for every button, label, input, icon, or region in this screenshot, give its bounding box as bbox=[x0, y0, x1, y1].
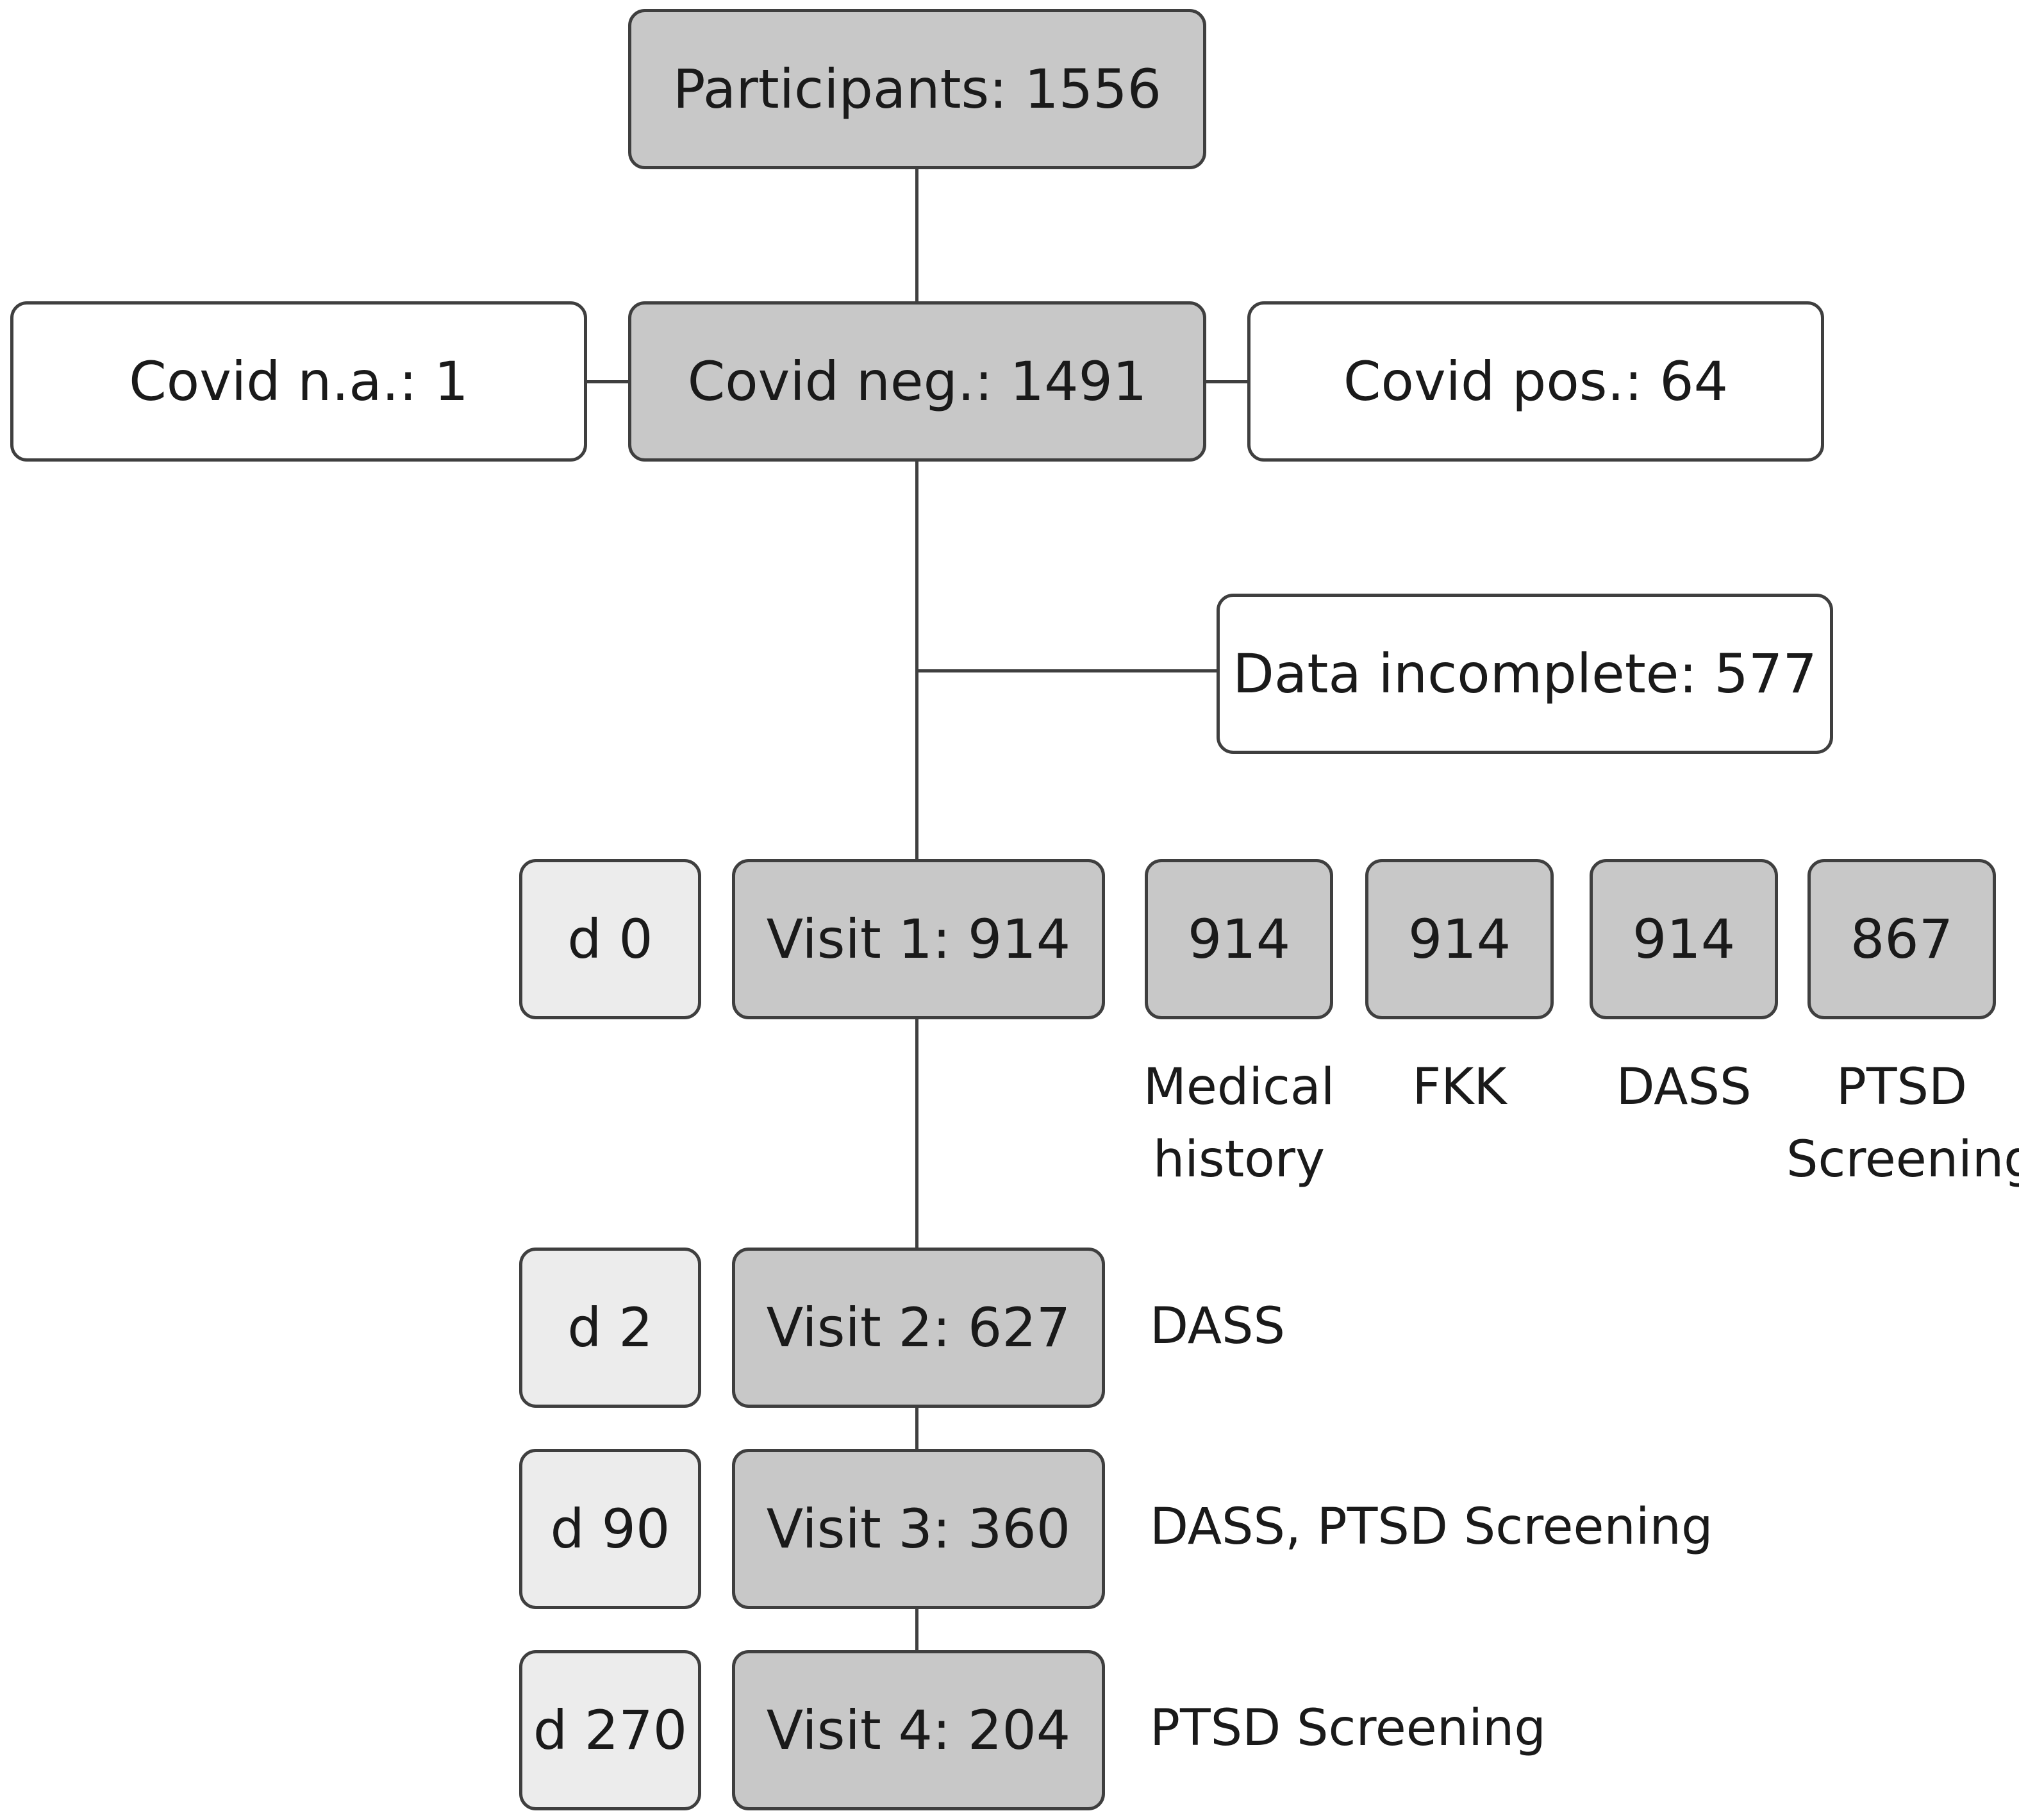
covid-neg-box: Covid neg.: 1491 bbox=[628, 301, 1206, 462]
connector-covid-neg-to-na bbox=[585, 380, 631, 383]
covid-na-text: Covid n.a.: 1 bbox=[129, 350, 469, 413]
day-box-d270: d 270 bbox=[519, 1650, 701, 1810]
connector-covid-neg-to-visit1 bbox=[915, 458, 918, 862]
day-box-d90: d 90 bbox=[519, 1449, 701, 1609]
measure-label-line2: history bbox=[1152, 1131, 1325, 1189]
measure-count-box-ptsd-screening: 867 bbox=[1807, 859, 1996, 1019]
measure-label-ptsd-screening: PTSD Screening bbox=[1786, 1051, 2019, 1196]
visit-text: Visit 4: 204 bbox=[766, 1699, 1071, 1762]
measure-count-box-dass: 914 bbox=[1590, 859, 1778, 1019]
participants-text: Participants: 1556 bbox=[672, 58, 1162, 121]
connector-to-data-incomplete bbox=[918, 669, 1219, 672]
covid-neg-text: Covid neg.: 1491 bbox=[687, 350, 1147, 413]
covid-pos-text: Covid pos.: 64 bbox=[1343, 350, 1729, 413]
day-text: d 270 bbox=[533, 1699, 688, 1762]
visit-box-2: Visit 2: 627 bbox=[732, 1248, 1105, 1408]
day-box-d0: d 0 bbox=[519, 859, 701, 1019]
data-incomplete-box: Data incomplete: 577 bbox=[1217, 594, 1833, 754]
measure-label-medical-history: Medical history bbox=[1124, 1051, 1354, 1196]
data-incomplete-text: Data incomplete: 577 bbox=[1233, 642, 1817, 705]
covid-na-box: Covid n.a.: 1 bbox=[10, 301, 587, 462]
connector-visit2-to-visit3 bbox=[915, 1408, 918, 1453]
visit3-measures: DASS, PTSD Screening bbox=[1150, 1498, 1713, 1556]
covid-pos-box: Covid pos.: 64 bbox=[1247, 301, 1824, 462]
participants-box: Participants: 1556 bbox=[628, 9, 1206, 169]
measure-count-box-medical-history: 914 bbox=[1145, 859, 1333, 1019]
measure-count: 914 bbox=[1632, 908, 1736, 971]
day-text: d 2 bbox=[567, 1296, 653, 1359]
measure-count: 914 bbox=[1187, 908, 1291, 971]
measure-count: 867 bbox=[1850, 908, 1954, 971]
day-text: d 90 bbox=[550, 1498, 670, 1560]
visit-box-4: Visit 4: 204 bbox=[732, 1650, 1105, 1810]
measure-count-box-fkk: 914 bbox=[1365, 859, 1554, 1019]
connector-visit1-to-visit2 bbox=[915, 1019, 918, 1251]
measure-label-fkk: FKK bbox=[1344, 1051, 1575, 1124]
visit2-measures: DASS bbox=[1150, 1298, 1286, 1355]
measure-label-line1: FKK bbox=[1412, 1058, 1507, 1116]
day-text: d 0 bbox=[567, 908, 653, 971]
visit-text: Visit 2: 627 bbox=[766, 1296, 1071, 1359]
measure-label-line1: PTSD bbox=[1836, 1058, 1968, 1116]
visit-box-3: Visit 3: 360 bbox=[732, 1449, 1105, 1609]
measure-label-dass: DASS bbox=[1568, 1051, 1799, 1124]
measure-label-line1: DASS bbox=[1616, 1058, 1752, 1116]
measure-label-line2: Screening bbox=[1786, 1131, 2019, 1189]
visit4-measures: PTSD Screening bbox=[1150, 1699, 1546, 1757]
connector-participants-to-covid-neg bbox=[915, 169, 918, 301]
visit-text: Visit 3: 360 bbox=[766, 1498, 1071, 1560]
measure-count: 914 bbox=[1408, 908, 1511, 971]
visit-text: Visit 1: 914 bbox=[766, 908, 1071, 971]
connector-covid-neg-to-pos bbox=[1204, 380, 1250, 383]
day-box-d2: d 2 bbox=[519, 1248, 701, 1408]
visit-box-1: Visit 1: 914 bbox=[732, 859, 1105, 1019]
connector-visit3-to-visit4 bbox=[915, 1609, 918, 1654]
measure-label-line1: Medical bbox=[1143, 1058, 1335, 1116]
